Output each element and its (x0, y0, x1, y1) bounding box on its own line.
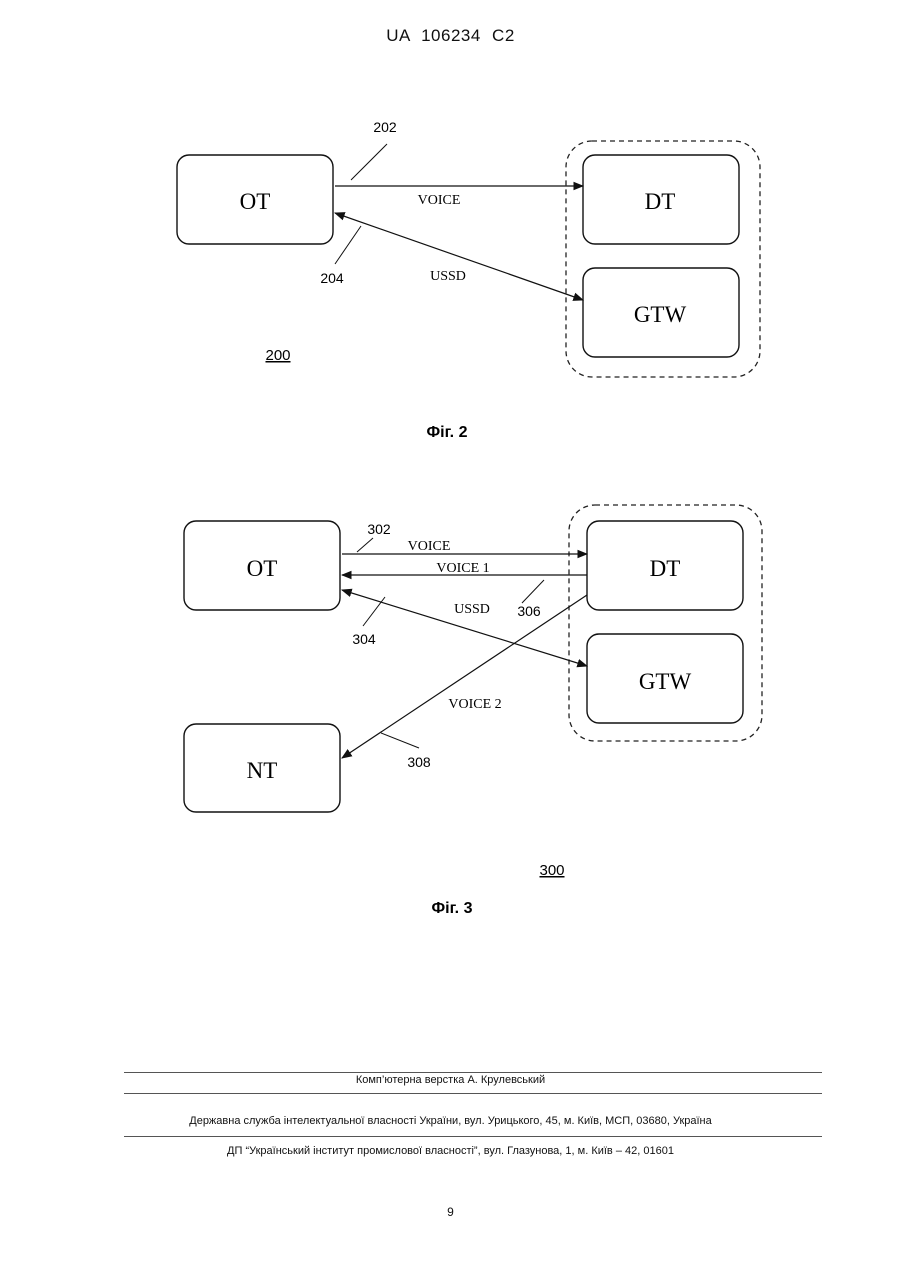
fig3-voice-label: VOICE (408, 539, 451, 554)
fig3-ussd-label: USSD (454, 602, 490, 617)
fig3-voice2-label: VOICE 2 (448, 697, 501, 712)
figure-3: OT DT GTW NT VOICE VOICE 1 USSD VOICE 2 … (184, 505, 762, 917)
fig3-ref-308: 308 (407, 754, 431, 770)
footer-rule-middle (124, 1093, 822, 1094)
footer-rule-bottom (124, 1136, 822, 1137)
fig3-gtw-label: GTW (639, 669, 692, 694)
fig2-ot-label: OT (240, 189, 271, 214)
fig3-ref-304: 304 (352, 631, 376, 647)
footer-institute-address: ДП “Український інститут промислової вла… (0, 1145, 901, 1157)
figure-2: OT DT GTW VOICE USSD 202 204 200 Фіг. 2 (177, 119, 760, 441)
fig3-caption: Фіг. 3 (432, 900, 473, 917)
fig2-ussd-arrow (335, 213, 583, 300)
fig3-ref-306-leader (522, 580, 544, 603)
footer-ip-service-address: Державна служба інтелектуальної власност… (0, 1115, 901, 1127)
fig3-voice2-arrow (342, 595, 587, 758)
fig2-ref-202: 202 (373, 119, 397, 135)
fig3-dt-label: DT (650, 556, 681, 581)
fig2-gtw-label: GTW (634, 302, 687, 327)
fig3-ref-302: 302 (367, 521, 391, 537)
footer-typesetting: Комп’ютерна верстка А. Крулевський (0, 1074, 901, 1086)
fig3-ref-302-leader (357, 538, 373, 552)
fig3-ref-306: 306 (517, 603, 541, 619)
footer-rule-top (124, 1072, 822, 1073)
fig2-ussd-label: USSD (430, 269, 466, 284)
fig2-ref-204: 204 (320, 270, 344, 286)
page-number: 9 (0, 1205, 901, 1219)
fig2-dt-label: DT (645, 189, 676, 214)
fig3-ref-308-leader (381, 733, 419, 748)
fig2-caption: Фіг. 2 (427, 424, 468, 441)
fig2-ref-202-leader (351, 144, 387, 180)
fig2-ref-204-leader (335, 226, 361, 264)
fig3-nt-label: NT (247, 758, 278, 783)
fig2-figure-number: 200 (265, 347, 290, 364)
fig2-voice-label: VOICE (418, 193, 461, 208)
fig3-voice1-label: VOICE 1 (436, 561, 489, 576)
fig3-ref-304-leader (363, 597, 385, 626)
fig3-figure-number: 300 (539, 862, 564, 879)
fig3-ot-label: OT (247, 556, 278, 581)
